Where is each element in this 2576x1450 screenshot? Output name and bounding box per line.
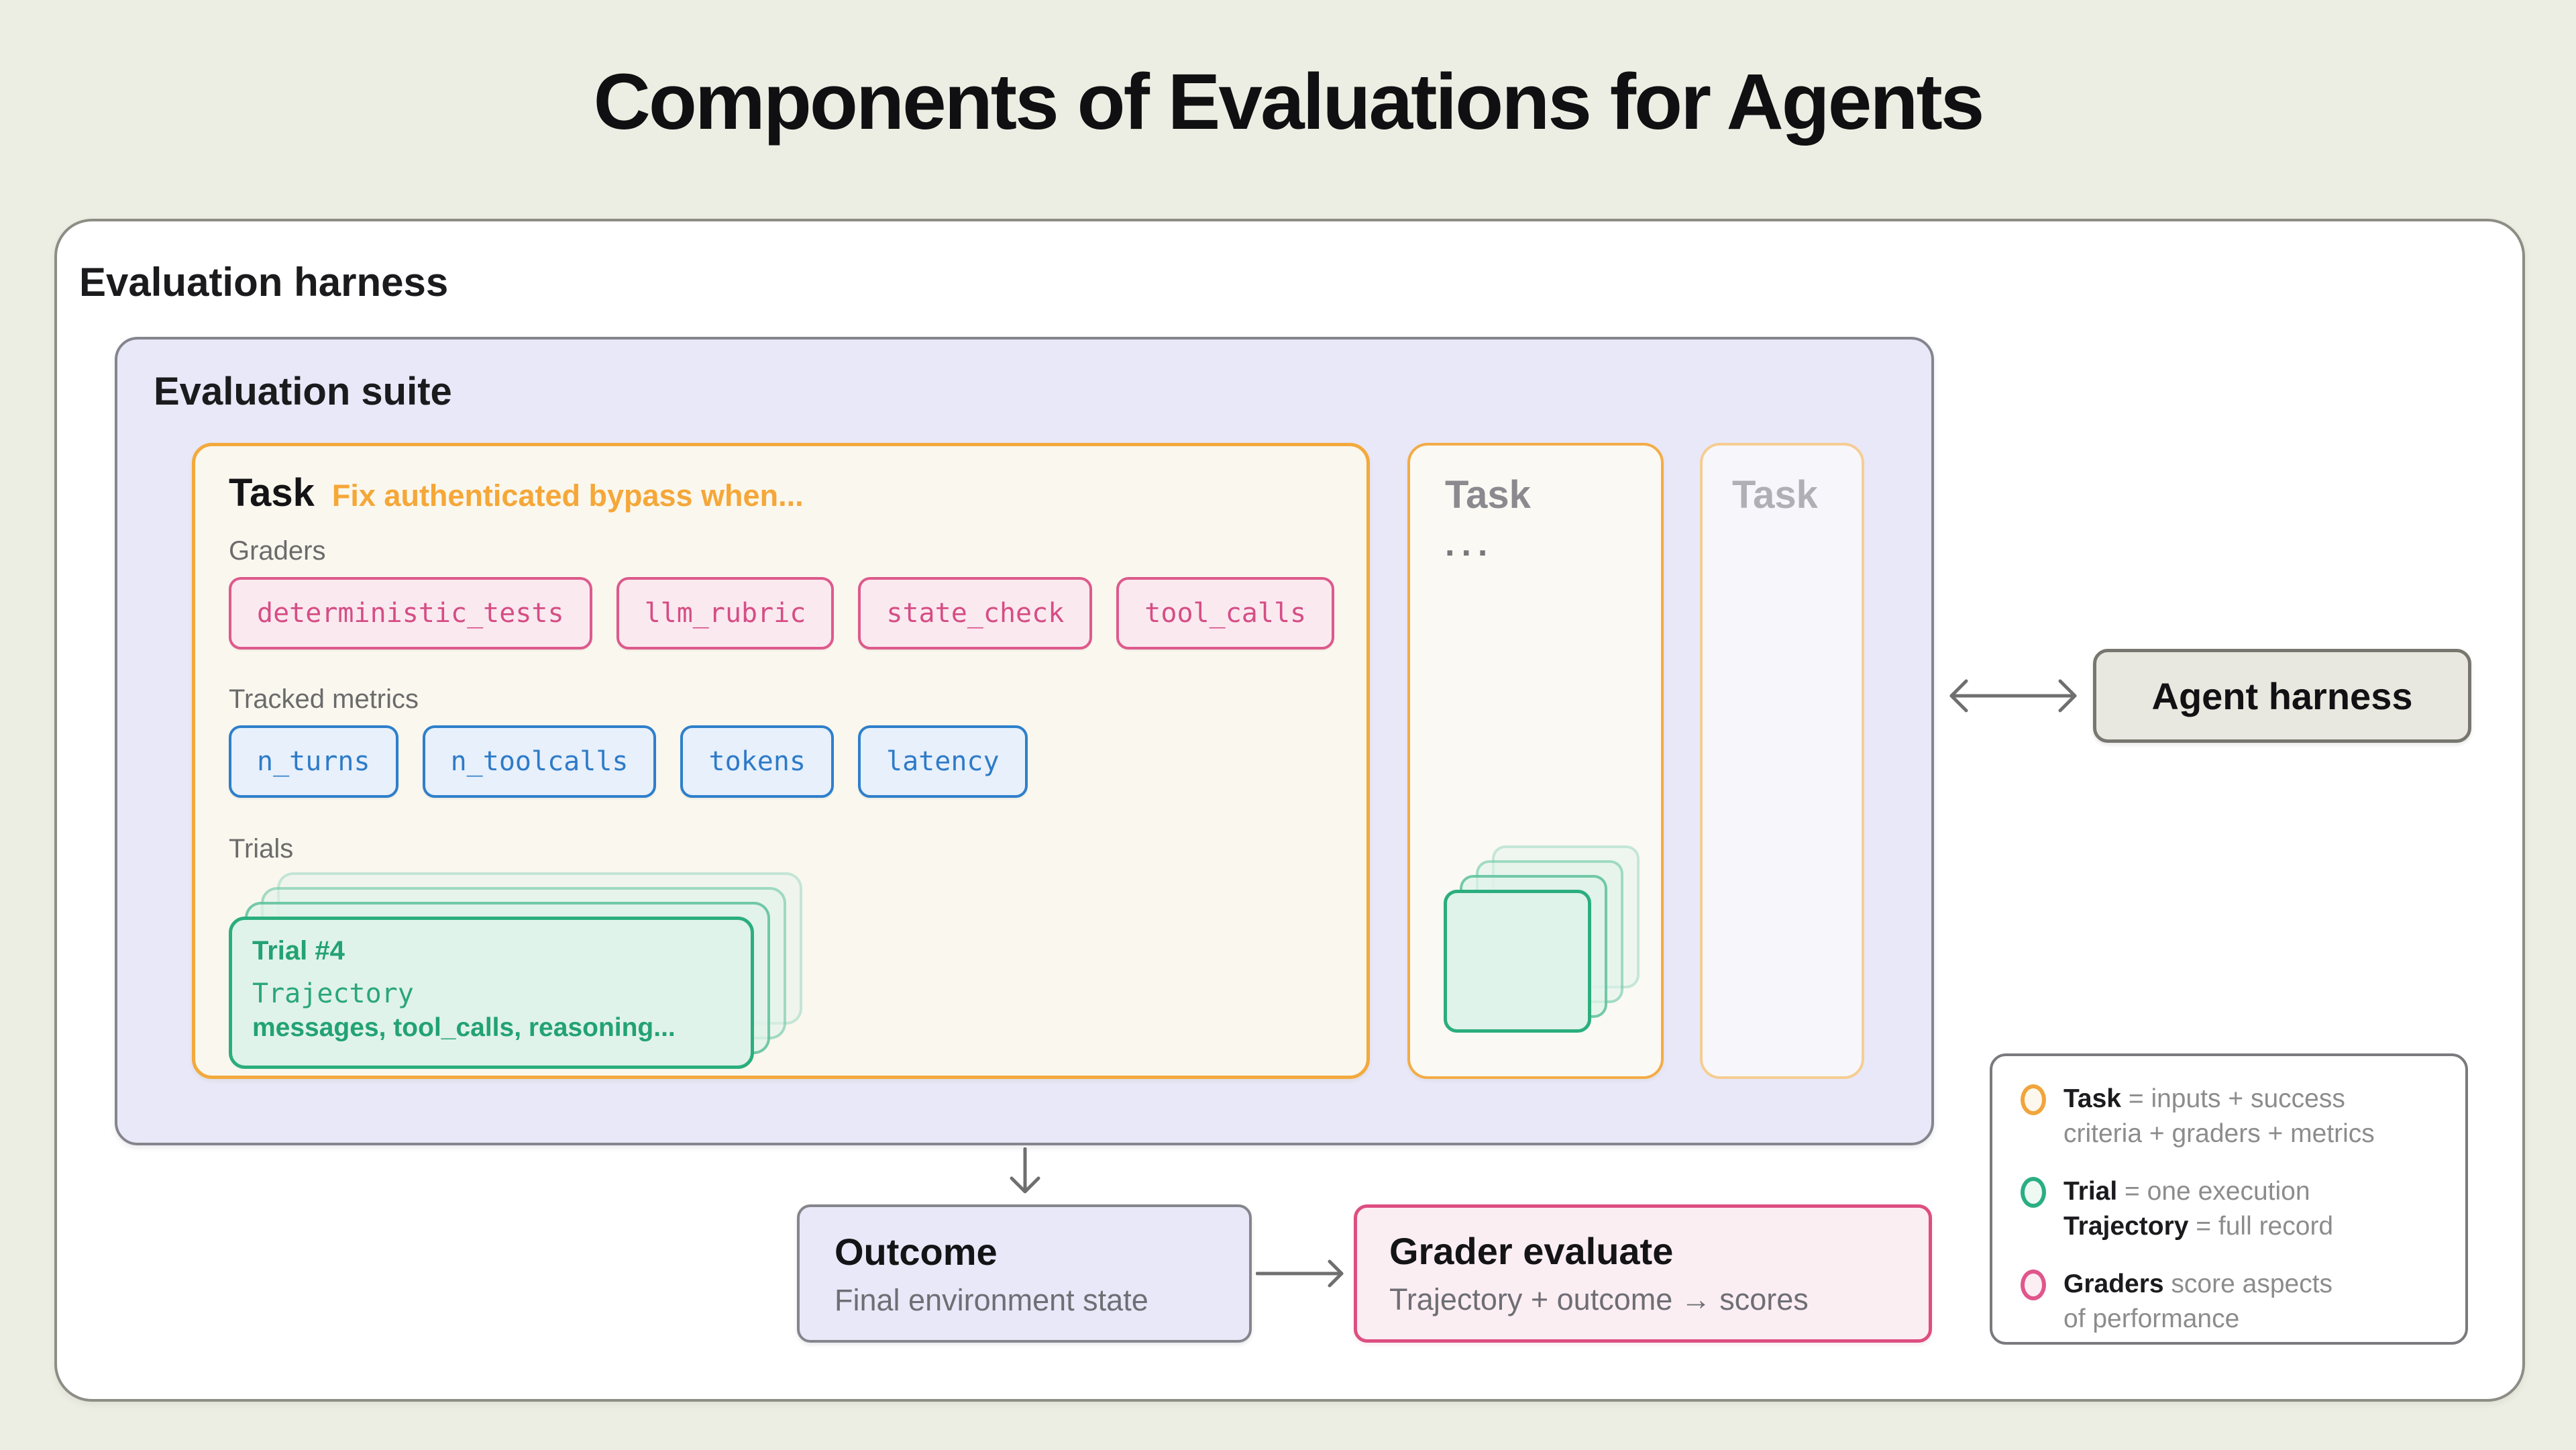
legend-trial-text: Trial = one execution Trajectory = full … (2063, 1177, 2334, 1241)
trial-trajectory-label: Trajectory (252, 978, 414, 1009)
agent-harness-label: Agent harness (2151, 674, 2413, 717)
grader-evaluate-box: Grader evaluate Trajectory + outcome → s… (1354, 1204, 1932, 1343)
evaluation-suite-label: Evaluation suite (154, 370, 452, 413)
tracked-metrics-label: Tracked metrics (229, 684, 419, 714)
legend-graders-text: Graders score aspects of performance (2063, 1270, 2333, 1333)
legend-item-graders: Graders score aspects of performance (2021, 1267, 2437, 1337)
task-title: Task (229, 471, 315, 515)
double-arrow-icon (1949, 679, 2077, 713)
evaluation-suite-box: Evaluation suite Task Fix authenticated … (115, 337, 1934, 1145)
mini-trial-card-front (1444, 890, 1591, 1033)
outcome-title: Outcome (835, 1231, 998, 1273)
down-arrow-icon (1010, 1147, 1040, 1194)
legend-item-task: Task = inputs + success criteria + grade… (2021, 1082, 2437, 1151)
task-card-main: Task Fix authenticated bypass when... Gr… (192, 443, 1370, 1079)
page-title: Components of Evaluations for Agents (593, 58, 1985, 146)
grader-evaluate-title: Grader evaluate (1389, 1230, 1674, 1272)
grader-evaluate-subtitle: Trajectory + outcome → scores (1389, 1282, 1809, 1316)
grader-chip: llm_rubric (616, 577, 835, 650)
task-card-second: Task ... (1407, 443, 1664, 1079)
task-second-ellipsis: ... (1445, 525, 1495, 564)
grader-chip-row: deterministic_tests llm_rubric state_che… (229, 577, 1335, 650)
trial-card-front: Trial #4 Trajectory messages, tool_calls… (229, 917, 754, 1069)
outcome-box: Outcome Final environment state (797, 1204, 1252, 1343)
metric-chip: n_toolcalls (422, 725, 657, 798)
legend-item-trial: Trial = one execution Trajectory = full … (2021, 1174, 2437, 1244)
legend-task-term: Task (2063, 1084, 2121, 1113)
mini-trial-stack (1444, 845, 1645, 1041)
task-header: Task Fix authenticated bypass when... (229, 470, 1333, 520)
task-second-title: Task (1445, 473, 1531, 517)
legend-trial-term: Trial (2063, 1177, 2118, 1206)
trial-detail: messages, tool_calls, reasoning... (252, 1013, 676, 1042)
trial-name: Trial #4 (252, 936, 345, 966)
evaluation-harness-label: Evaluation harness (79, 260, 449, 305)
right-arrow-icon (1256, 1259, 1344, 1288)
metric-chip: latency (857, 725, 1028, 798)
trials-label: Trials (229, 834, 294, 864)
legend-trajectory-term: Trajectory (2063, 1212, 2189, 1241)
trial-card-stack: Trial #4 Trajectory messages, tool_calls… (229, 872, 819, 1071)
metric-chip-row: n_turns n_toolcalls tokens latency (229, 725, 1333, 798)
graders-ring-icon (2021, 1270, 2046, 1300)
metric-chip: n_turns (229, 725, 398, 798)
task-third-title: Task (1732, 473, 1818, 517)
grader-chip: tool_calls (1116, 577, 1335, 650)
task-ring-icon (2021, 1084, 2046, 1115)
grader-chip: state_check (858, 577, 1093, 650)
task-subtitle: Fix authenticated bypass when... (331, 478, 804, 513)
trial-ring-icon (2021, 1177, 2046, 1208)
legend-graders-term: Graders (2063, 1270, 2164, 1298)
grader-chip: deterministic_tests (229, 577, 592, 650)
legend-task-text: Task = inputs + success criteria + grade… (2063, 1084, 2375, 1148)
agent-harness-box: Agent harness (2093, 649, 2471, 743)
outcome-subtitle: Final environment state (835, 1283, 1148, 1317)
task-card-third: Task (1700, 443, 1864, 1079)
metric-chip: tokens (680, 725, 834, 798)
legend-box: Task = inputs + success criteria + grade… (1990, 1053, 2468, 1345)
graders-label: Graders (229, 536, 326, 566)
